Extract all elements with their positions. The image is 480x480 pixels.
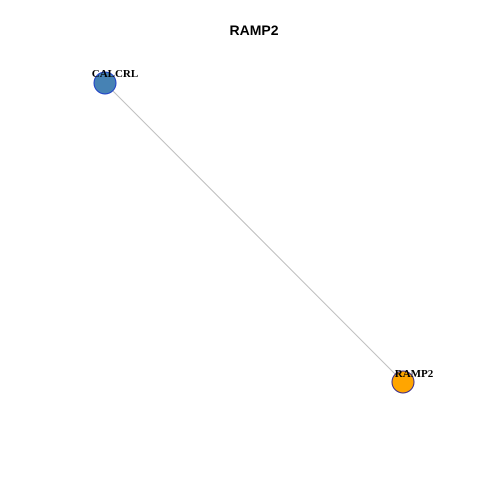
edge-calcrl-ramp2: [104, 82, 404, 383]
node-calcrl[interactable]: CALCRL: [92, 68, 138, 95]
node-ramp2-circle[interactable]: [391, 370, 415, 394]
graph-title: RAMP2: [229, 22, 278, 38]
node-calcrl-circle[interactable]: [93, 71, 117, 95]
node-ramp2-label: RAMP2: [395, 368, 434, 380]
node-calcrl-label: CALCRL: [92, 68, 138, 80]
node-ramp2[interactable]: RAMP2: [391, 368, 434, 394]
